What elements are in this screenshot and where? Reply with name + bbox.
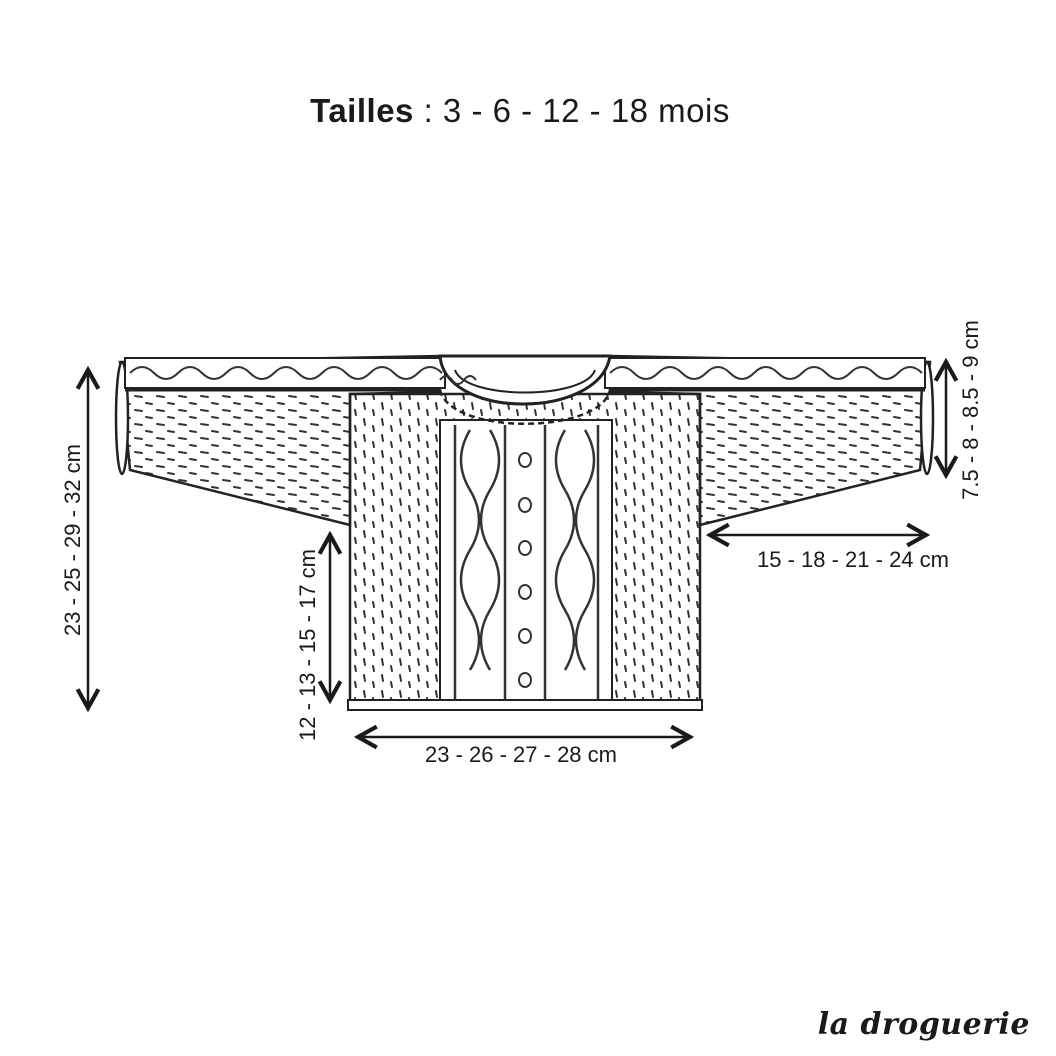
brand-logo: la droguerie <box>817 1007 1030 1042</box>
title-separator: : <box>413 92 443 129</box>
sleeve-width-label: 15 - 18 - 21 - 24 cm <box>757 547 949 572</box>
center-bobbles <box>518 452 532 688</box>
title-label: Tailles <box>310 92 414 129</box>
sleeve-cuff-label: 7.5 - 8 - 8.5 - 9 cm <box>958 320 983 500</box>
shoulder-cable-band <box>124 357 926 392</box>
body-length-label: 12 - 13 - 15 - 17 cm <box>295 549 320 741</box>
body-panel <box>347 392 703 711</box>
body-width-label: 23 - 26 - 27 - 28 cm <box>425 742 617 767</box>
sleeve-length-label: 23 - 25 - 29 - 32 cm <box>60 444 85 636</box>
dimension-arrows <box>88 362 946 737</box>
page-title: Tailles : 3 - 6 - 12 - 18 mois <box>0 92 1040 130</box>
neckline <box>438 354 612 425</box>
title-sizes: 3 - 6 - 12 - 18 mois <box>442 92 730 129</box>
center-cables <box>453 425 600 700</box>
hem-band <box>347 699 703 711</box>
